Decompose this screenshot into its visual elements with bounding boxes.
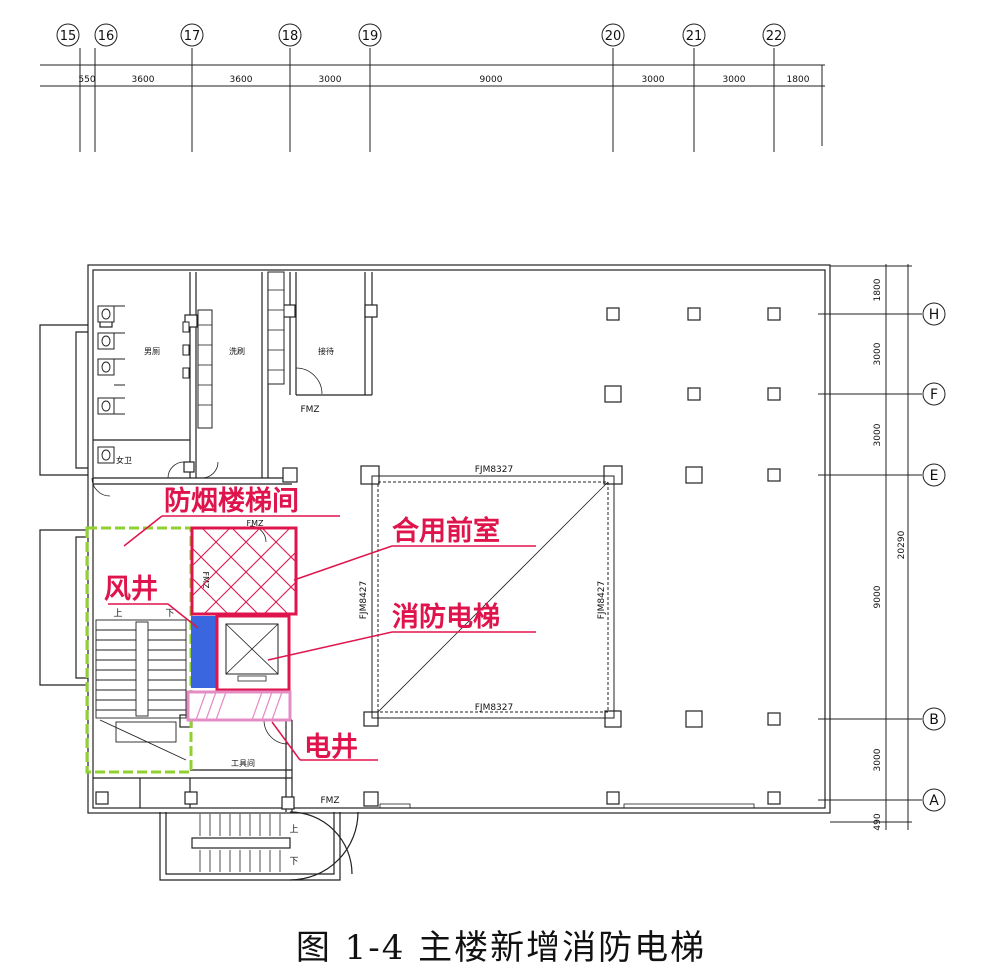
top-grid [40, 23, 825, 152]
dim-r-490: 490 [873, 813, 883, 830]
toilet-fixtures [97, 271, 285, 464]
right-axis-labels: H F E B A [929, 307, 940, 809]
shared-anteroom-box [190, 526, 298, 616]
axis-label-15: 15 [60, 29, 77, 44]
axis-label-e: E [930, 468, 939, 484]
door-fjm-left: FJM8427 [359, 581, 369, 620]
dim-r-3000-c: 3000 [873, 748, 883, 771]
dim-3000-c: 3000 [723, 75, 746, 85]
axis-label-19: 19 [362, 29, 379, 44]
figure-caption: 图 1-4 主楼新增消防电梯 [295, 928, 707, 968]
callout-air-shaft: 风井 [104, 574, 158, 605]
south-stair-down-label: 下 [289, 857, 298, 867]
callout-shared-anteroom: 合用前室 [392, 515, 500, 547]
callout-fire-elevator: 消防电梯 [392, 602, 500, 633]
door-fjm-top: FJM8327 [475, 465, 514, 475]
door-fmy-3: FMZ [201, 572, 210, 590]
dim-3600-b: 3600 [230, 75, 253, 85]
dim-r-3000-a: 3000 [873, 342, 883, 365]
dim-9000: 9000 [480, 75, 503, 85]
dim-1800: 1800 [787, 75, 810, 85]
door-fjm-bottom: FJM8327 [475, 703, 514, 713]
axis-label-16: 16 [98, 29, 115, 44]
dim-550: 550 [78, 75, 95, 85]
room-mens-wc: 男厕 [144, 347, 160, 356]
south-stair-up-label: 上 [289, 824, 298, 835]
axis-label-h: H [929, 307, 940, 323]
atrium-opening [371, 475, 615, 719]
air-shaft-fill [191, 616, 217, 688]
door-fjm-right: FJM8427 [597, 581, 607, 620]
building-walls [39, 264, 831, 881]
door-swings [91, 367, 323, 745]
dim-r-3000-b: 3000 [873, 423, 883, 446]
fire-elevator-box [215, 614, 291, 692]
dim-3000-a: 3000 [319, 75, 342, 85]
top-dimensions: 550 3600 3600 3000 9000 3000 3000 1800 [78, 75, 809, 85]
dim-total-20290: 20290 [897, 530, 907, 559]
door-fmy-4: FMZ [320, 796, 339, 806]
right-dimensions: 1800 3000 3000 9000 3000 490 20290 [873, 278, 907, 830]
dim-3600-a: 3600 [132, 75, 155, 85]
callout-electric-shaft: 电井 [304, 732, 358, 763]
dim-r-9000: 9000 [873, 585, 883, 608]
door-fmy-1: FMZ [300, 405, 319, 415]
main-stair [95, 619, 187, 761]
south-stair-treads [199, 814, 281, 872]
dim-3000-b: 3000 [642, 75, 665, 85]
room-washroom: 洗刷 [229, 346, 245, 356]
sink-ticks [198, 289, 284, 406]
top-axis-labels: 15 16 17 18 19 20 21 22 [60, 29, 783, 44]
axis-label-17: 17 [184, 29, 201, 44]
electric-shaft-box [186, 690, 292, 722]
callout-smoke-stair: 防烟楼梯间 [164, 486, 299, 517]
axis-label-f: F [930, 387, 938, 403]
axis-label-18: 18 [282, 29, 299, 44]
south-wall-strip [379, 803, 755, 809]
stair-up-label: 上 [113, 608, 122, 619]
callout-leaders [108, 515, 536, 761]
room-reception: 接待 [318, 346, 334, 356]
axis-label-22: 22 [766, 29, 783, 44]
room-tool-room: 工具间 [231, 759, 255, 768]
right-grid [818, 264, 946, 830]
axis-label-20: 20 [605, 29, 622, 44]
stair-down-label: 下 [165, 609, 174, 619]
columns [95, 304, 781, 810]
axis-label-21: 21 [686, 29, 703, 44]
room-womens-wc: 女卫 [116, 455, 132, 465]
axis-label-a: A [929, 793, 939, 809]
door-fmy-2: FMZ [247, 519, 265, 528]
dim-r-1800: 1800 [873, 278, 883, 301]
axis-label-b: B [929, 712, 939, 728]
